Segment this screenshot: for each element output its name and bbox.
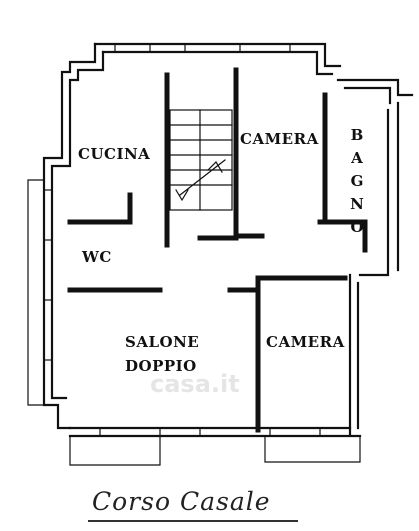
room-label-bagno: BAGNO bbox=[350, 126, 364, 236]
street-underline bbox=[88, 520, 298, 522]
street-name: Corso Casale bbox=[92, 487, 271, 516]
room-label-camera-top: CAMERA bbox=[240, 130, 319, 148]
room-label-wc: WC bbox=[82, 248, 112, 266]
outer-walls bbox=[42, 42, 414, 438]
room-label-salone-doppio: SALONE DOPPIO bbox=[125, 333, 200, 375]
interior-walls bbox=[67, 67, 368, 433]
staircase bbox=[169, 109, 233, 211]
watermark: casa.it bbox=[150, 370, 240, 398]
room-label-camera-right: CAMERA bbox=[266, 333, 345, 351]
room-label-cucina: CUCINA bbox=[78, 145, 151, 163]
details bbox=[27, 43, 361, 466]
